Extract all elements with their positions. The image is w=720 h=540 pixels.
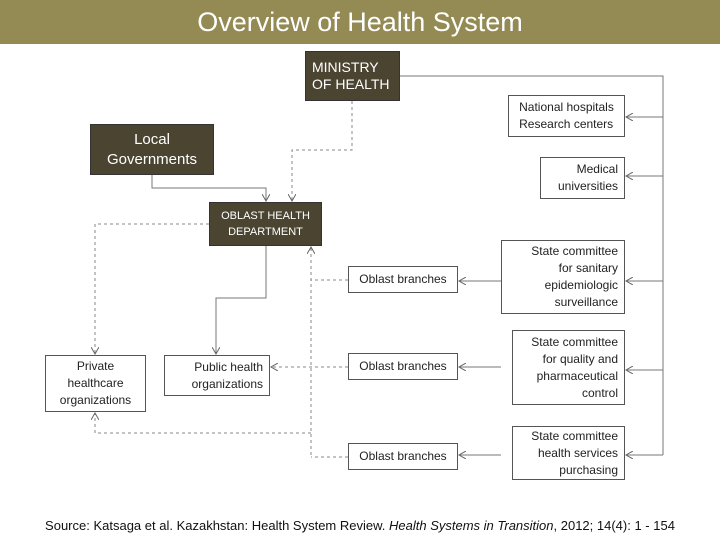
private-healthcare-organizations-node: Private healthcare organizations bbox=[45, 355, 146, 412]
local-governments-node: Local Governments bbox=[90, 124, 214, 175]
purchasing-committee-node: State committee health services purchasi… bbox=[512, 426, 625, 480]
page-title: Overview of Health System bbox=[0, 0, 720, 44]
medical-universities-node: Medical universities bbox=[540, 157, 625, 199]
sanitary-committee-node: State committee for sanitary epidemiolog… bbox=[501, 240, 625, 314]
oblast-branches-node-2: Oblast branches bbox=[348, 353, 458, 380]
source-suffix: , 2012; 14(4): 1 - 154 bbox=[553, 518, 675, 533]
oblast-branches-node-1: Oblast branches bbox=[348, 266, 458, 293]
source-citation: Source: Katsaga et al. Kazakhstan: Healt… bbox=[0, 518, 720, 533]
ministry-of-health-node: MINISTRY OF HEALTH bbox=[305, 51, 400, 101]
quality-committee-node: State committee for quality and pharmace… bbox=[512, 330, 625, 405]
national-hospitals-node: National hospitals Research centers bbox=[508, 95, 625, 137]
source-prefix: Source: Katsaga et al. Kazakhstan: Healt… bbox=[45, 518, 390, 533]
source-journal: Health Systems in Transition bbox=[389, 518, 554, 533]
oblast-health-department-node: OBLAST HEALTH DEPARTMENT bbox=[209, 202, 322, 246]
public-health-organizations-node: Public health organizations bbox=[164, 355, 270, 396]
oblast-branches-node-3: Oblast branches bbox=[348, 443, 458, 470]
